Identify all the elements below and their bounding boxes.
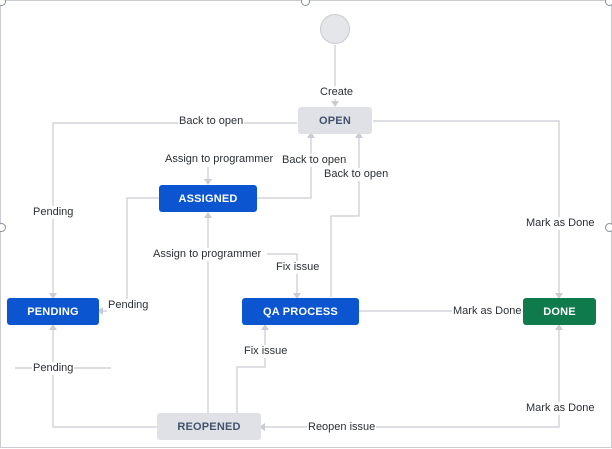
arrowhead-pending-1 <box>49 293 57 299</box>
arrowhead-fix-issue-2 <box>261 324 269 330</box>
arrowhead-assign-1 <box>204 179 212 185</box>
arrowhead-back-to-open-3 <box>355 132 363 138</box>
transition-label-back-to-open-3[interactable]: Back to open <box>323 168 390 181</box>
transition-label-assign-to-programmer-1[interactable]: Assign to programmer <box>164 153 275 166</box>
transition-label-reopen-issue[interactable]: Reopen issue <box>307 421 377 434</box>
transition-label-fix-issue-2[interactable]: Fix issue <box>243 345 289 358</box>
arrowhead-pending-2 <box>97 307 103 315</box>
transition-label-fix-issue-1[interactable]: Fix issue <box>275 261 321 274</box>
status-assigned[interactable]: ASSIGNED <box>159 185 257 212</box>
arrowhead-create <box>331 101 339 107</box>
status-pending[interactable]: PENDING <box>7 298 99 325</box>
connector-pending-assigned <box>99 197 159 312</box>
arrowhead-reopen-issue <box>259 423 265 431</box>
connector-mark-as-done-open <box>373 120 560 297</box>
connector-fix-issue-2 <box>236 326 266 413</box>
transition-label-pending-1[interactable]: Pending <box>32 206 75 219</box>
connector-pending-reopened <box>52 326 157 428</box>
transition-label-assign-to-programmer-2[interactable]: Assign to programmer <box>152 248 263 261</box>
transition-label-mark-as-done-3[interactable]: Mark as Done <box>525 402 596 415</box>
arrowhead-assign-2 <box>204 212 212 218</box>
transition-label-create[interactable]: Create <box>319 86 355 99</box>
transition-label-mark-as-done-1[interactable]: Mark as Done <box>525 217 596 230</box>
arrowhead-back-to-open-2 <box>307 132 315 138</box>
status-reopened[interactable]: REOPENED <box>157 413 261 440</box>
start-node[interactable] <box>320 14 350 44</box>
arrowhead-mark-as-done-1 <box>555 293 563 299</box>
transition-label-back-to-open-1[interactable]: Back to open <box>178 115 245 128</box>
transition-label-pending-3[interactable]: Pending <box>32 362 75 375</box>
resize-handle-top-left[interactable] <box>0 0 6 6</box>
transition-label-back-to-open-2[interactable]: Back to open <box>281 154 348 167</box>
connector-reopen-issue <box>261 326 560 428</box>
connector-fix-issue-1 <box>267 253 298 297</box>
status-qa-process[interactable]: QA PROCESS <box>242 298 359 325</box>
status-open[interactable]: OPEN <box>298 107 372 134</box>
arrowhead-mark-as-done-3 <box>555 324 563 330</box>
resize-handle-middle-left[interactable] <box>0 223 6 232</box>
transition-label-mark-as-done-2[interactable]: Mark as Done <box>452 305 523 318</box>
resize-handle-middle-right[interactable] <box>605 223 612 232</box>
status-done[interactable]: DONE <box>523 298 596 325</box>
resize-handle-top-center[interactable] <box>301 0 310 6</box>
arrowhead-pending-3 <box>49 324 57 330</box>
arrowhead-fix-issue-1 <box>293 293 301 299</box>
transition-label-pending-2[interactable]: Pending <box>107 299 150 312</box>
resize-handle-top-right[interactable] <box>605 0 612 6</box>
